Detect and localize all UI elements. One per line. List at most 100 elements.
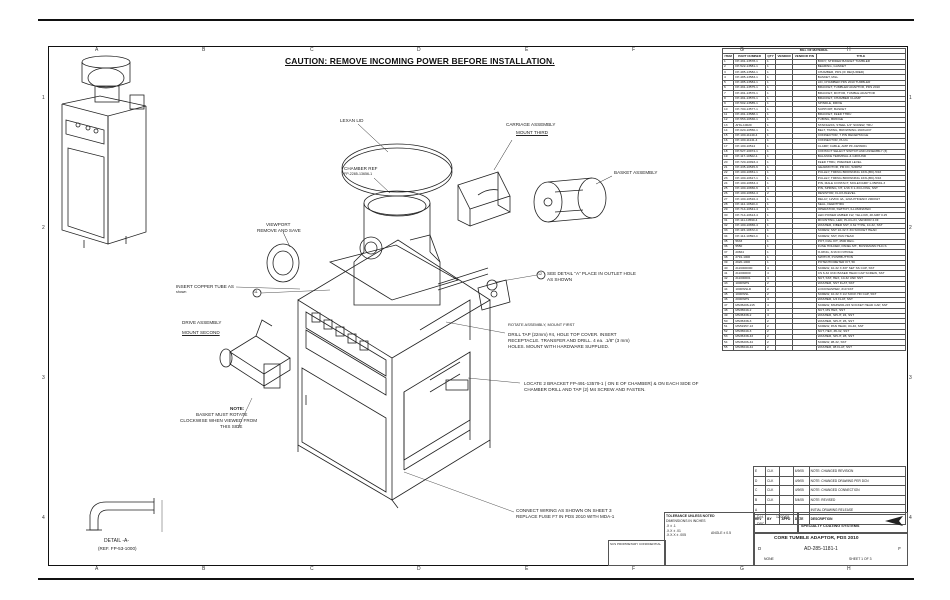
drawing-rev: F — [898, 546, 901, 551]
tolerance-block: TOLERANCE UNLESS NOTED DIMENSIONS IN INC… — [664, 512, 755, 566]
tolerance-xx: .X.X ± .01 — [666, 529, 681, 533]
revision-cell: NOTE: CHANGED CONNECTION — [808, 485, 907, 496]
zone-d-bottom: D — [417, 566, 421, 572]
bom-cell — [791, 344, 817, 351]
revision-cell: NOTE: CHANGED REVISION — [808, 466, 907, 477]
drawing-border — [48, 46, 908, 566]
zone-f-bottom: F — [632, 566, 636, 572]
zone-b-bottom: B — [202, 566, 206, 572]
drawing-title: CORE TUMBLE ADAPTOR, PDS 2010 — [774, 536, 859, 541]
connect-wiring-label: CONNECT WIRING AS SHOWN ON SHEET 3 — [516, 508, 612, 513]
revision-cell — [779, 494, 794, 506]
zone-c-bottom: C — [310, 566, 314, 572]
rotate-note-label: ROTATE ASSEMBLY, MOUNT FIRST — [508, 322, 575, 327]
zone-b-top: B — [202, 47, 206, 53]
carriage-assembly-label: CARRIAGE ASSEMBLY — [506, 122, 556, 127]
drawn-by-block: D.H. 12/20/05 DRC — [753, 512, 799, 534]
company-logo — [885, 516, 903, 526]
insert-copper-label: INSERT COPPER TUBE AS — [176, 284, 234, 289]
drawing-scale: NONE — [764, 557, 774, 561]
zone-1-right: 1 — [909, 95, 912, 101]
item-12-balloon: 12 — [538, 272, 542, 276]
chamber-ref-pn: FP-2285-13656-1 — [344, 172, 373, 176]
zone-3-right: 3 — [909, 375, 912, 381]
bom-cell: 55 — [721, 344, 735, 351]
revision-cell: 4/9/05 — [792, 485, 810, 496]
revision-cell: E — [752, 466, 767, 477]
revision-cell: 5/4/05 — [792, 494, 810, 506]
zone-2-left: 2 — [42, 225, 45, 231]
confidential-title: SCS PROPRIETARY CONFIDENTIAL — [610, 542, 662, 546]
checked-by: DRC — [757, 522, 765, 526]
connect-wiring-label-2: REPLACE FUSE F7 IN PDS 2010 WITH MDA-1 — [516, 514, 615, 519]
drive-assembly — [219, 319, 291, 389]
detail-a-title: DETAIL -A- — [104, 538, 130, 544]
mount-third-label: MOUNT THIRD — [516, 130, 548, 135]
revision-cell: NOTE: REVISED — [808, 494, 907, 506]
tolerance-xxx: .X.X.X ± .005 — [666, 533, 686, 537]
zone-e-bottom: E — [525, 566, 529, 572]
item-11-balloon: 11 — [254, 290, 258, 294]
revision-cell: D — [752, 475, 767, 487]
bottom-rule — [38, 578, 914, 580]
note-line-3: THIS SIDE — [220, 424, 243, 429]
zone-d-top: D — [417, 47, 421, 53]
locate-bracket-label-2: CHAMBER DRILL AND TAP (2) M4 SCREW AND F… — [524, 387, 646, 392]
bom-cell: MS35649-44 — [733, 344, 766, 351]
chamber — [328, 190, 460, 306]
revision-cell — [779, 466, 794, 477]
viewport-label: VIEWPORT — [266, 222, 291, 227]
detail-a-ref: (REF. FP-53-1000) — [98, 546, 137, 551]
zone-2-right: 2 — [909, 225, 912, 231]
drawing-sheet: SHEET 1 OF 3 — [849, 557, 872, 561]
drawn-date: 12/20/05 — [776, 515, 790, 519]
zone-c-top: C — [310, 47, 314, 53]
locate-bracket-label: LOCATE 2 BRACKET FP-491-13579-1 ( ON E O… — [524, 381, 699, 386]
bom-cell: WASHER, #8 FLAT, SST — [815, 344, 907, 351]
revision-cell: CLK — [765, 485, 781, 496]
tolerance-units: DIMENSIONS IN INCHES — [666, 519, 706, 523]
revision-cell — [779, 475, 794, 487]
note-line-1: BASKET MUST ROTATE — [196, 412, 248, 417]
revision-cell — [779, 485, 794, 496]
revision-cell: CLK — [765, 475, 781, 487]
company-name: SPECIALTY COATING SYSTEMS — [801, 524, 860, 528]
zone-3-left: 3 — [42, 375, 45, 381]
chamber-ref-label: CHAMBER REF — [344, 166, 378, 171]
drawing-size: D — [758, 546, 762, 551]
drawn-by: D.H. — [757, 515, 764, 519]
mount-second-label: MOUNT SECOND — [182, 330, 220, 335]
caution-heading: CAUTION: REMOVE INCOMING POWER BEFORE IN… — [285, 56, 555, 66]
revision-cell: 6/9/05 — [792, 466, 810, 477]
detail-a-drawing — [86, 498, 163, 532]
tolerance-x: .X ± .1 — [666, 524, 676, 528]
zone-h-bottom: H — [847, 566, 851, 572]
revision-cell: CLK — [765, 494, 781, 506]
bom-cell — [775, 344, 793, 351]
basket-assembly — [533, 177, 607, 223]
tolerance-title: TOLERANCE UNLESS NOTED — [666, 514, 715, 518]
top-rule — [38, 19, 914, 21]
confidential-block: SCS PROPRIETARY CONFIDENTIAL — [608, 540, 666, 566]
insert-copper-label-2: shown — [176, 290, 187, 294]
basket-assembly-label: BASKET ASSEMBLY — [614, 170, 658, 175]
revision-cell: CLK — [765, 466, 781, 477]
tolerance-angle: ANGLE ± 0.5 — [711, 531, 731, 535]
drawing-number: AD-285-1181-1 — [804, 546, 838, 552]
revision-cell: B — [752, 494, 767, 506]
iso-overview — [61, 55, 147, 248]
carriage-assembly — [457, 171, 511, 227]
drive-assembly-label: DRIVE ASSEMBLY — [182, 320, 222, 325]
